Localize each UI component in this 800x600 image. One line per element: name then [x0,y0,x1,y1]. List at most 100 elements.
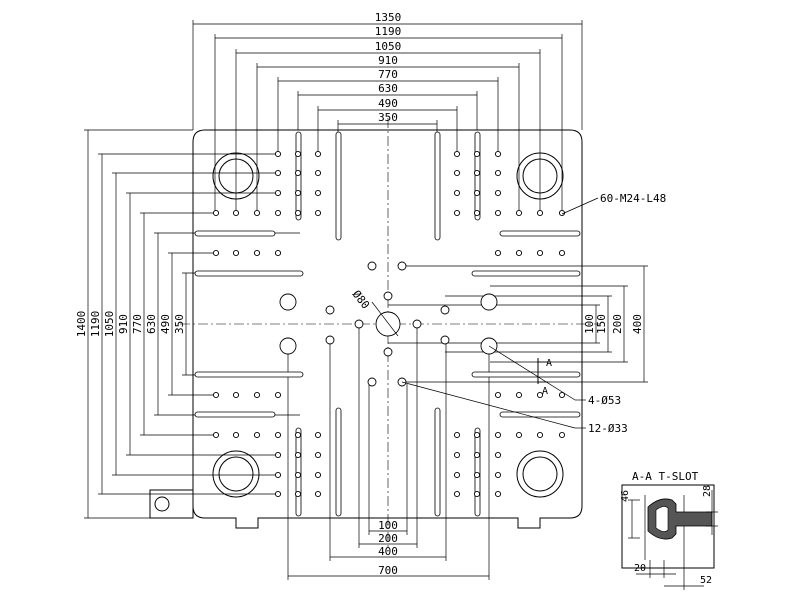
dim-top-910: 910 [378,54,398,67]
bolt-hole [212,391,220,399]
dim-left-770: 770 [131,314,144,334]
bolt-hole [314,490,322,498]
dim-right-100: 100 [583,314,596,334]
bolt-hole [274,209,282,217]
bolt-hole [536,431,544,439]
section-dim-46: 46 [620,490,631,502]
center-lines [180,118,600,548]
bolt-hole [314,209,322,217]
bottom-dimension-labels: 100 200 400 700 [378,519,398,577]
bolt-hole [212,249,220,257]
bottom-dimensions [287,326,490,580]
bolt-hole [473,490,481,498]
bolt-hole [274,451,282,459]
bolt-hole [274,249,282,257]
dim-top-490: 490 [378,97,398,110]
bolt-hole [232,209,240,217]
dim-left-1050: 1050 [103,311,116,338]
dim-bottom-100: 100 [378,519,398,532]
bolt-hole [314,431,322,439]
dim-bottom-700: 700 [378,564,398,577]
bolt-hole [314,471,322,479]
bolt-hole [494,189,502,197]
bolt-hole [453,150,461,158]
bolt-hole [232,391,240,399]
bolt-hole [314,451,322,459]
bolt-hole [253,431,261,439]
bolt-hole [473,169,481,177]
section-dim-52: 52 [700,575,712,586]
bolt-hole [274,169,282,177]
bolt-hole [453,490,461,498]
bolt-hole [473,471,481,479]
bolt-hole [253,249,261,257]
bolt-hole [314,150,322,158]
bolt-hole-pattern [212,150,566,498]
bolt-hole [558,431,566,439]
bolt-hole [253,391,261,399]
section-marker-top: A [546,358,552,369]
callout-large-holes: 4-Ø53 [588,394,621,407]
dim-top-1190: 1190 [375,25,402,38]
bolt-hole [473,209,481,217]
bolt-hole [274,189,282,197]
center-hole: Ø80 [350,288,401,337]
bolt-hole [494,209,502,217]
bolt-hole [453,431,461,439]
t-slots-horizontal [194,230,581,418]
right-dimension-labels: 100 150 200 400 [583,314,644,334]
bolt-hole [274,471,282,479]
bolt-hole [494,391,502,399]
bolt-hole [494,150,502,158]
bolt-hole [473,189,481,197]
dim-bottom-200: 200 [378,532,398,545]
t-slot-detail: A-A T-SLOT 46 28 20 52 [620,470,718,590]
bolt-hole [473,150,481,158]
t-slots-vertical [295,131,481,517]
top-dimension-labels: 1350 1190 1050 910 770 630 490 350 [375,11,402,124]
bolt-hole [274,150,282,158]
bolt-hole [294,209,302,217]
bolt-hole [494,451,502,459]
dim-left-910: 910 [117,314,130,334]
bolt-hole [294,451,302,459]
bolt-hole [274,391,282,399]
bolt-hole [314,189,322,197]
section-marker: A A [537,358,552,397]
bolt-hole [515,249,523,257]
top-dimensions [192,20,583,214]
bolt-hole [494,490,502,498]
dim-right-150: 150 [595,314,608,334]
dim-right-400: 400 [631,314,644,334]
dim-bottom-400: 400 [378,545,398,558]
bolt-hole [314,169,322,177]
section-title: A-A T-SLOT [632,470,699,483]
bolt-hole [232,431,240,439]
bolt-hole [212,209,220,217]
bolt-hole [515,209,523,217]
bolt-hole [494,169,502,177]
large-holes [279,293,498,355]
center-hole-label: Ø80 [350,288,372,312]
bolt-hole [294,490,302,498]
dim-left-490: 490 [159,314,172,334]
dim-left-1190: 1190 [89,311,102,338]
bolt-hole [453,451,461,459]
dim-right-200: 200 [611,314,624,334]
dim-left-350: 350 [173,314,186,334]
bolt-hole [294,150,302,158]
bolt-hole [274,431,282,439]
dim-left-1400: 1400 [75,311,88,338]
bolt-hole [232,249,240,257]
bolt-hole [558,391,566,399]
tie-bar-bosses [212,152,564,498]
bolt-hole [473,451,481,459]
bolt-hole [453,169,461,177]
bolt-hole [473,431,481,439]
section-dim-20: 20 [634,563,646,574]
bolt-hole [515,431,523,439]
platen-outline [149,129,583,529]
bolt-hole [536,209,544,217]
